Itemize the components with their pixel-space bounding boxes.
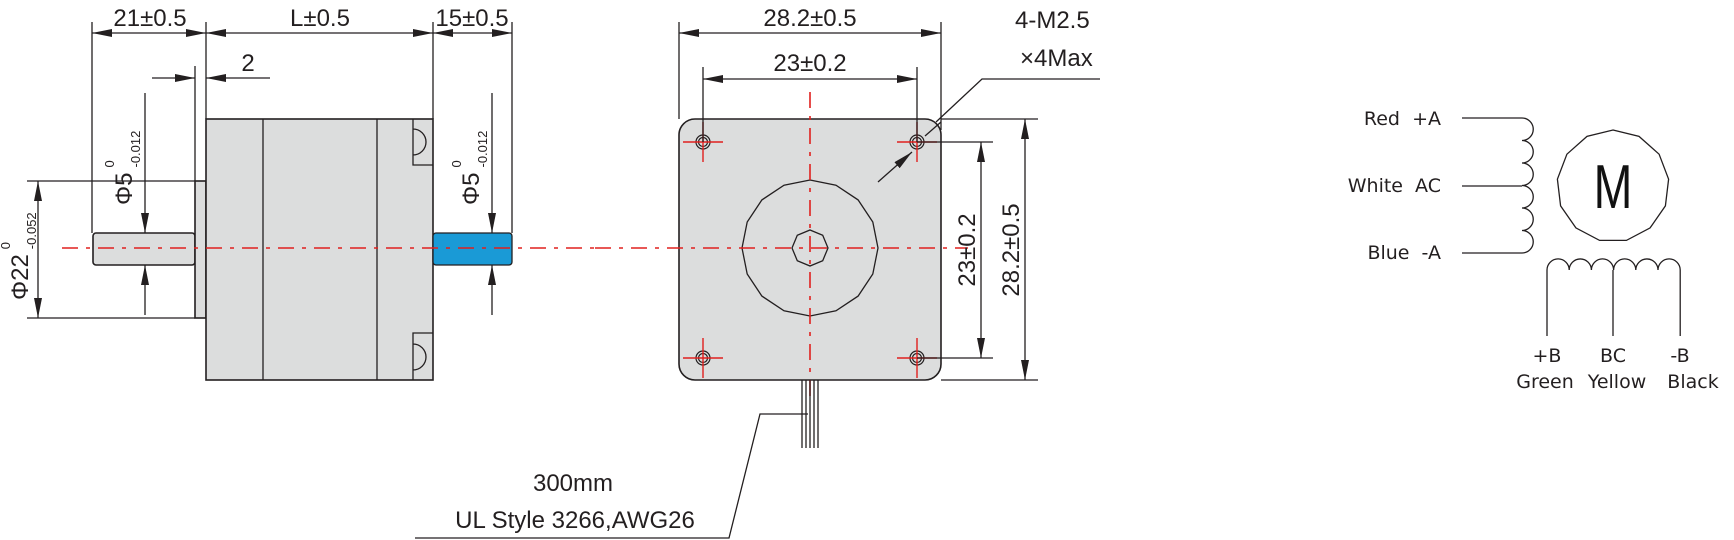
motor-letter: M <box>1594 151 1633 221</box>
tol-lower: -0.012 <box>128 131 143 168</box>
dim-front-shaft: 15±0.5 <box>435 5 508 32</box>
wire-color-yellow: Yellow <box>1587 371 1647 393</box>
wire-color-green: Green <box>1516 371 1574 393</box>
dim-boss-dia: Φ22 <box>7 254 34 300</box>
dim-front-shaft-dia: Φ5 <box>458 173 485 206</box>
rear-shaft <box>92 232 196 266</box>
cable-length: 300mm <box>533 470 613 497</box>
dim-hole-spacing-v: 23±0.2 <box>954 213 981 286</box>
shaft-end <box>791 229 829 267</box>
tol-upper: 0 <box>0 242 13 249</box>
wire-label-white: White AC <box>1348 175 1441 197</box>
tol-lower: -0.052 <box>24 212 39 249</box>
dim-hole-spacing-h: 23±0.2 <box>773 50 846 77</box>
notch-bottom <box>412 332 433 380</box>
wiring-schematic: Red +A White AC Blue -A M +B BC -B Green… <box>1348 108 1719 393</box>
dim-length: L±0.5 <box>290 5 350 32</box>
notch-top <box>412 119 433 166</box>
dim-rear-shaft: 21±0.5 <box>113 5 186 32</box>
boss <box>194 180 207 319</box>
wire-signal-minus-b: -B <box>1670 345 1689 367</box>
tol-lower: -0.012 <box>475 131 490 168</box>
cable-spec: UL Style 3266,AWG26 <box>455 507 695 534</box>
dim-rear-shaft-dia: Φ5 <box>111 173 138 206</box>
front-view: 28.2±0.5 23±0.2 23±0.2 28.2±0.5 4-M2.5 ×… <box>415 5 1100 539</box>
coil-b <box>1546 258 1681 336</box>
wire-signal-bc: BC <box>1600 345 1626 367</box>
wire-label-red: Red +A <box>1364 108 1441 130</box>
coil-a <box>1521 117 1534 254</box>
mounting-hole <box>683 338 723 378</box>
thread-note-line2: ×4Max <box>1020 45 1093 72</box>
wire-signal-plus-b: +B <box>1533 345 1562 367</box>
thread-note-line1: 4-M2.5 <box>1015 7 1090 34</box>
front-shaft <box>432 232 513 266</box>
tol-upper: 0 <box>449 160 464 167</box>
side-view: 21±0.5 L±0.5 15±0.5 2 Φ5 0 -0.012 Φ5 0 -… <box>0 5 595 381</box>
motor-body <box>205 118 434 381</box>
dim-boss: 2 <box>241 50 254 77</box>
dim-width: 28.2±0.5 <box>763 5 856 32</box>
motor-symbol <box>1556 129 1670 242</box>
wire-color-black: Black <box>1667 371 1718 393</box>
dim-height: 28.2±0.5 <box>998 203 1025 296</box>
tol-upper: 0 <box>102 160 117 167</box>
wire-label-blue: Blue -A <box>1367 242 1441 264</box>
